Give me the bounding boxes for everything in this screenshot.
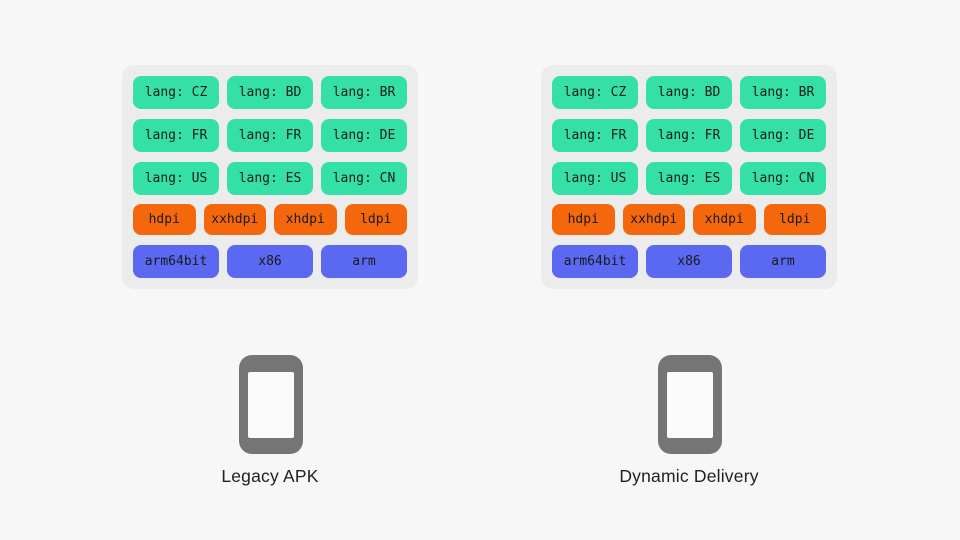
lang-chip: lang: CN — [321, 161, 407, 195]
lang-chip: lang: FR — [227, 118, 313, 152]
dpi-chip: ldpi — [763, 204, 826, 236]
dpi-chip: xhdpi — [693, 204, 756, 236]
lang-chip: lang: CN — [740, 161, 826, 195]
dpi-chip: hdpi — [552, 204, 615, 236]
lang-chip: lang: ES — [646, 161, 732, 195]
abi-chip: x86 — [646, 245, 732, 278]
abi-chip: arm64bit — [133, 245, 219, 278]
abi-chip: arm64bit — [552, 245, 638, 278]
abi-chip: x86 — [227, 245, 313, 278]
phone-screen — [667, 372, 713, 438]
lang-chip: lang: BR — [321, 76, 407, 109]
lang-chip: lang: FR — [552, 118, 638, 152]
legacy-apk-caption: Legacy APK — [221, 466, 319, 486]
abi-chip: arm — [740, 245, 826, 278]
lang-chip: lang: CZ — [133, 76, 219, 109]
lang-chip: lang: BR — [740, 76, 826, 109]
phone-icon — [658, 355, 722, 454]
dynamic-delivery-caption: Dynamic Delivery — [619, 466, 759, 486]
lang-chip: lang: FR — [133, 118, 219, 152]
phone-screen — [248, 372, 294, 438]
dpi-chip: hdpi — [133, 204, 196, 236]
dpi-chip: ldpi — [344, 204, 407, 236]
phone-icon — [239, 355, 303, 454]
lang-chip: lang: CZ — [552, 76, 638, 109]
dpi-chip: xhdpi — [274, 204, 337, 236]
lang-chip: lang: ES — [227, 161, 313, 195]
abi-chip: arm — [321, 245, 407, 278]
lang-chip: lang: DE — [740, 118, 826, 152]
lang-chip: lang: BD — [646, 76, 732, 109]
lang-chip: lang: BD — [227, 76, 313, 109]
dpi-chip: xxhdpi — [203, 204, 266, 236]
lang-chip: lang: DE — [321, 118, 407, 152]
lang-chip: lang: US — [133, 161, 219, 195]
lang-chip: lang: US — [552, 161, 638, 195]
dpi-chip: xxhdpi — [622, 204, 685, 236]
lang-chip: lang: FR — [646, 118, 732, 152]
